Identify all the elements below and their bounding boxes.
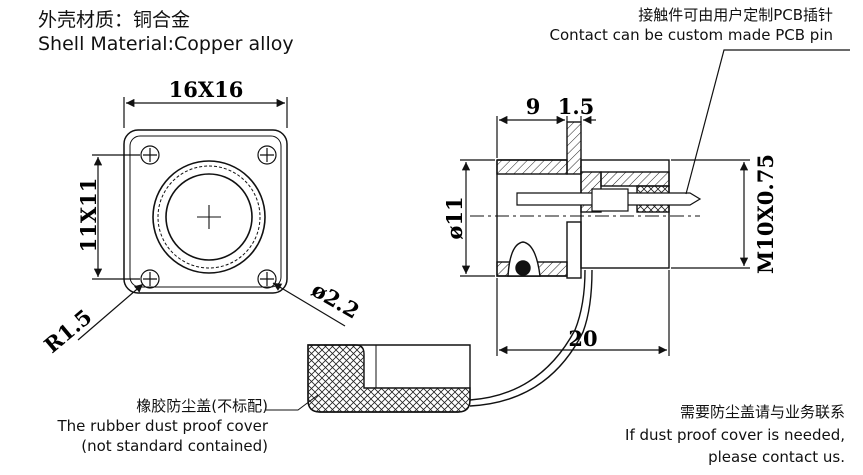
side-view xyxy=(470,121,702,279)
front-view xyxy=(123,129,288,294)
dust-cover-en-2: (not standard contained) xyxy=(81,437,268,455)
body-wall-top xyxy=(496,159,568,175)
dust-cover-cn: 橡胶防尘盖(不标配) xyxy=(136,397,268,415)
dim-hole-diameter: ø2.2 xyxy=(308,277,364,324)
receptacle-ring xyxy=(157,165,261,269)
mounting-holes xyxy=(140,145,277,289)
dust-cover xyxy=(265,269,593,413)
contact-us-cn: 需要防尘盖请与业务联系 xyxy=(679,403,845,421)
receptacle-outer xyxy=(152,160,266,274)
dust-cover-strap xyxy=(469,269,586,401)
dim-hole-spacing: 11X11 xyxy=(76,178,101,253)
side-dimensions xyxy=(460,49,850,356)
dim-flange-width: 16X16 xyxy=(169,77,244,102)
flange-inner-outline xyxy=(129,135,282,288)
dust-cover-rubber-section xyxy=(307,344,471,413)
dim-9: 9 xyxy=(526,94,541,119)
center-mark xyxy=(197,205,221,229)
dim-thread: M10X0.75 xyxy=(753,154,778,274)
shell-material-en: Shell Material:Copper alloy xyxy=(38,33,294,55)
flange-section-bottom xyxy=(566,221,582,279)
shell-material-cn: 外壳材质：铜合金 xyxy=(38,9,191,31)
flange-outline xyxy=(123,129,288,294)
rear-wall-hatch xyxy=(600,171,670,187)
key-dot xyxy=(515,260,531,276)
rear-insert xyxy=(580,159,670,269)
contact-note-cn: 接触件可由用户定制PCB插针 xyxy=(638,6,833,24)
dim-1-5: 1.5 xyxy=(558,94,595,119)
dust-cover-en-1: The rubber dust proof cover xyxy=(57,417,269,435)
pin-sleeve xyxy=(591,188,629,212)
receptacle-inner xyxy=(165,173,253,261)
contact-us-en-1: If dust proof cover is needed, xyxy=(625,426,845,444)
dim-length: 20 xyxy=(568,326,597,351)
contact-us-en-2: please contact us. xyxy=(708,448,845,466)
front-dimensions xyxy=(77,97,346,341)
flange-section-top xyxy=(566,121,582,175)
contact-note-en: Contact can be custom made PCB pin xyxy=(549,26,833,44)
dim-body-diameter: ø11 xyxy=(442,196,467,239)
